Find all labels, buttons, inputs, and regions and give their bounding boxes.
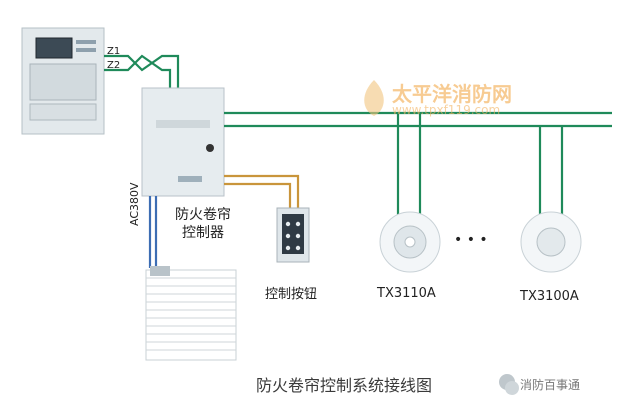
diagram-title: 防火卷帘控制系统接线图 [256, 372, 432, 396]
fire-alarm-panel [22, 28, 104, 134]
detector-tx3100a [521, 212, 581, 272]
power-wire [150, 196, 156, 268]
z2-label: Z2 [107, 60, 120, 71]
watermark-url: www.tpxf119.com [392, 103, 500, 117]
detector-tx3110a [380, 212, 440, 272]
shutter-controller [142, 88, 224, 196]
badge-label: 消防百事通 [520, 376, 580, 393]
controller-label-line-1: 防火卷帘 [175, 206, 231, 224]
device-label-tx3100a: TX3100A [520, 289, 579, 304]
wechat-badge-icon [499, 374, 519, 395]
control-button-box [277, 208, 309, 262]
roller-shutter [146, 266, 236, 360]
device-ellipsis: • • • [454, 232, 488, 248]
controller-label: 防火卷帘 控制器 [175, 206, 231, 242]
watermark-logo [364, 80, 384, 116]
device-label-tx3110a: TX3110A [377, 286, 436, 301]
button-wires [224, 176, 298, 208]
controller-label-line-2: 控制器 [175, 224, 231, 242]
button-label: 控制按钮 [265, 283, 317, 302]
ac380v-label: AC380V [128, 182, 141, 226]
z1-label: Z1 [107, 46, 120, 57]
